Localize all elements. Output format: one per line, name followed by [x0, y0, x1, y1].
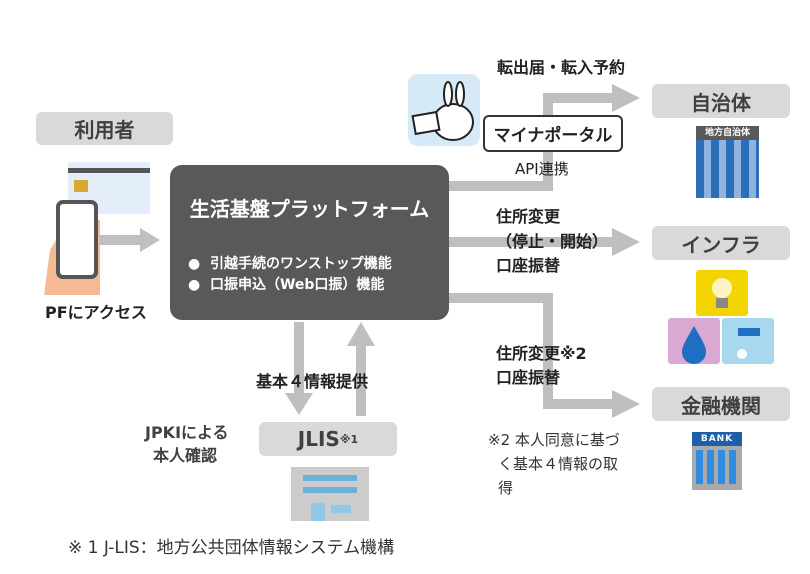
- move-reservation-label: 転出届・転入予約: [497, 58, 626, 77]
- user-label: 利用者: [36, 112, 173, 145]
- access-label: PFにアクセス: [45, 303, 147, 322]
- jpki-label: JPKIによる: [145, 423, 229, 442]
- bank-flow-line: 住所変更※2: [496, 344, 587, 363]
- bullet-text: 口振申込（Web口振）機能: [209, 277, 385, 293]
- platform-bullet: ● 口振申込（Web口振）機能: [188, 277, 385, 293]
- platform-bullet: ● 引越手続のワンストップ機能: [188, 256, 392, 272]
- api-label: API連携: [515, 160, 569, 178]
- bank-label: 金融機関: [652, 387, 790, 421]
- building-sign: 地方自治体: [696, 126, 759, 140]
- note-line: 得: [498, 479, 514, 497]
- municipality-building-icon: 地方自治体: [690, 126, 765, 200]
- jlis-label: JLIS※1: [259, 422, 397, 456]
- note-1: ※ 1 J-LIS：地方公共団体情報システム機構: [68, 538, 395, 558]
- bullet-text: 引越手続のワンストップ機能: [209, 256, 392, 272]
- mynaportal-mascot-icon: [408, 74, 480, 146]
- utilities-icon: [668, 270, 774, 364]
- note-2: ※2 本人同意に基づ く基本４情報の取 得: [488, 428, 620, 500]
- bank-flow-line: 口座振替: [496, 368, 561, 387]
- note-line: く基本４情報の取: [498, 455, 619, 473]
- platform-box: 生活基盤プラットフォーム ● 引越手続のワンストップ機能 ● 口振申込（Web口…: [170, 165, 449, 320]
- platform-title: 生活基盤プラットフォーム: [189, 197, 430, 221]
- jpki-label: 本人確認: [153, 446, 218, 465]
- bank-building-icon: BANK: [692, 432, 742, 490]
- bank-sign: BANK: [692, 432, 742, 446]
- municipality-label: 自治体: [652, 84, 790, 118]
- jlis-text: JLIS: [297, 427, 340, 451]
- infra-label: インフラ: [652, 226, 790, 260]
- mynaportal-label: マイナポータル: [483, 115, 623, 152]
- jlis-footnote-mark: ※1: [339, 432, 359, 446]
- arrow-to-bank: [449, 293, 615, 409]
- jlis-building-icon: [291, 467, 369, 521]
- infra-flow-line: 住所変更: [496, 207, 561, 226]
- note-line: ※2 本人同意に基づ: [488, 431, 620, 449]
- basic-info-label: 基本４情報提供: [256, 372, 369, 391]
- infra-flow-line: 口座振替: [496, 256, 561, 275]
- mynumber-card-phone-icon: [44, 162, 150, 295]
- infra-flow-line: （停止・開始）: [496, 232, 609, 251]
